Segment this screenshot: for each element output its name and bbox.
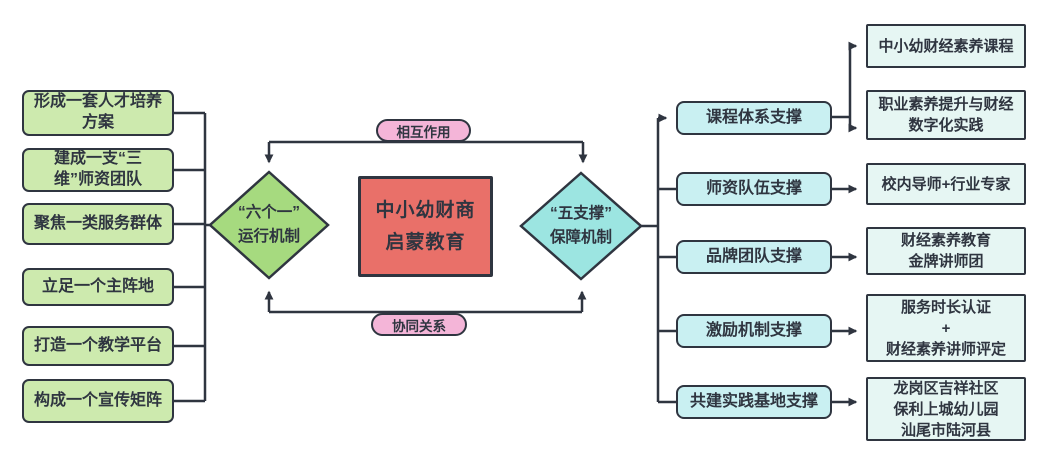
six-one-item-box-2: 建成一支“三 维”师资团队 (22, 148, 174, 192)
mutual-interaction-label: 相互作用 (376, 119, 471, 142)
five-support-diamond-shape (519, 171, 643, 281)
center-topic-box: 中小幼财商 启蒙教育 (358, 176, 493, 277)
six-one-diamond-shape (208, 170, 330, 280)
outcome-box-6: 龙岗区吉祥社区 保利上城幼儿园 汕尾市陆河县 (866, 377, 1026, 441)
outcome-box-3: 校内导师+行业专家 (866, 163, 1026, 205)
outcome-box-2: 职业素养提升与财经 数字化实践 (866, 90, 1026, 140)
six-one-item-box-6: 构成一个宣传矩阵 (22, 379, 174, 423)
support-box-4: 激励机制支撑 (676, 314, 832, 348)
six-one-item-box-4: 立足一个主阵地 (22, 268, 174, 306)
five-support-diamond-label: “五支撑” 保障机制 (549, 204, 612, 246)
support-box-3: 品牌团队支撑 (676, 240, 832, 274)
outcome-box-5: 服务时长认证 + 财经素养讲师评定 (866, 294, 1026, 362)
six-one-item-box-3: 聚焦一类服务群体 (22, 203, 174, 245)
outcome-box-4: 财经素养教育 金牌讲师团 (866, 227, 1026, 275)
synergy-relation-label: 协同关系 (371, 313, 467, 336)
support-box-5: 共建实践基地支撑 (676, 385, 832, 419)
six-one-diamond-label: “六个一” 运行机制 (237, 203, 300, 245)
six-one-item-box-5: 打造一个教学平台 (22, 326, 174, 366)
support-box-2: 师资队伍支撑 (676, 172, 832, 206)
outcome-box-1: 中小幼财经素养课程 (866, 24, 1026, 68)
six-one-item-box-1: 形成一套人才培养 方案 (22, 90, 174, 136)
support-box-1: 课程体系支撑 (676, 101, 832, 135)
